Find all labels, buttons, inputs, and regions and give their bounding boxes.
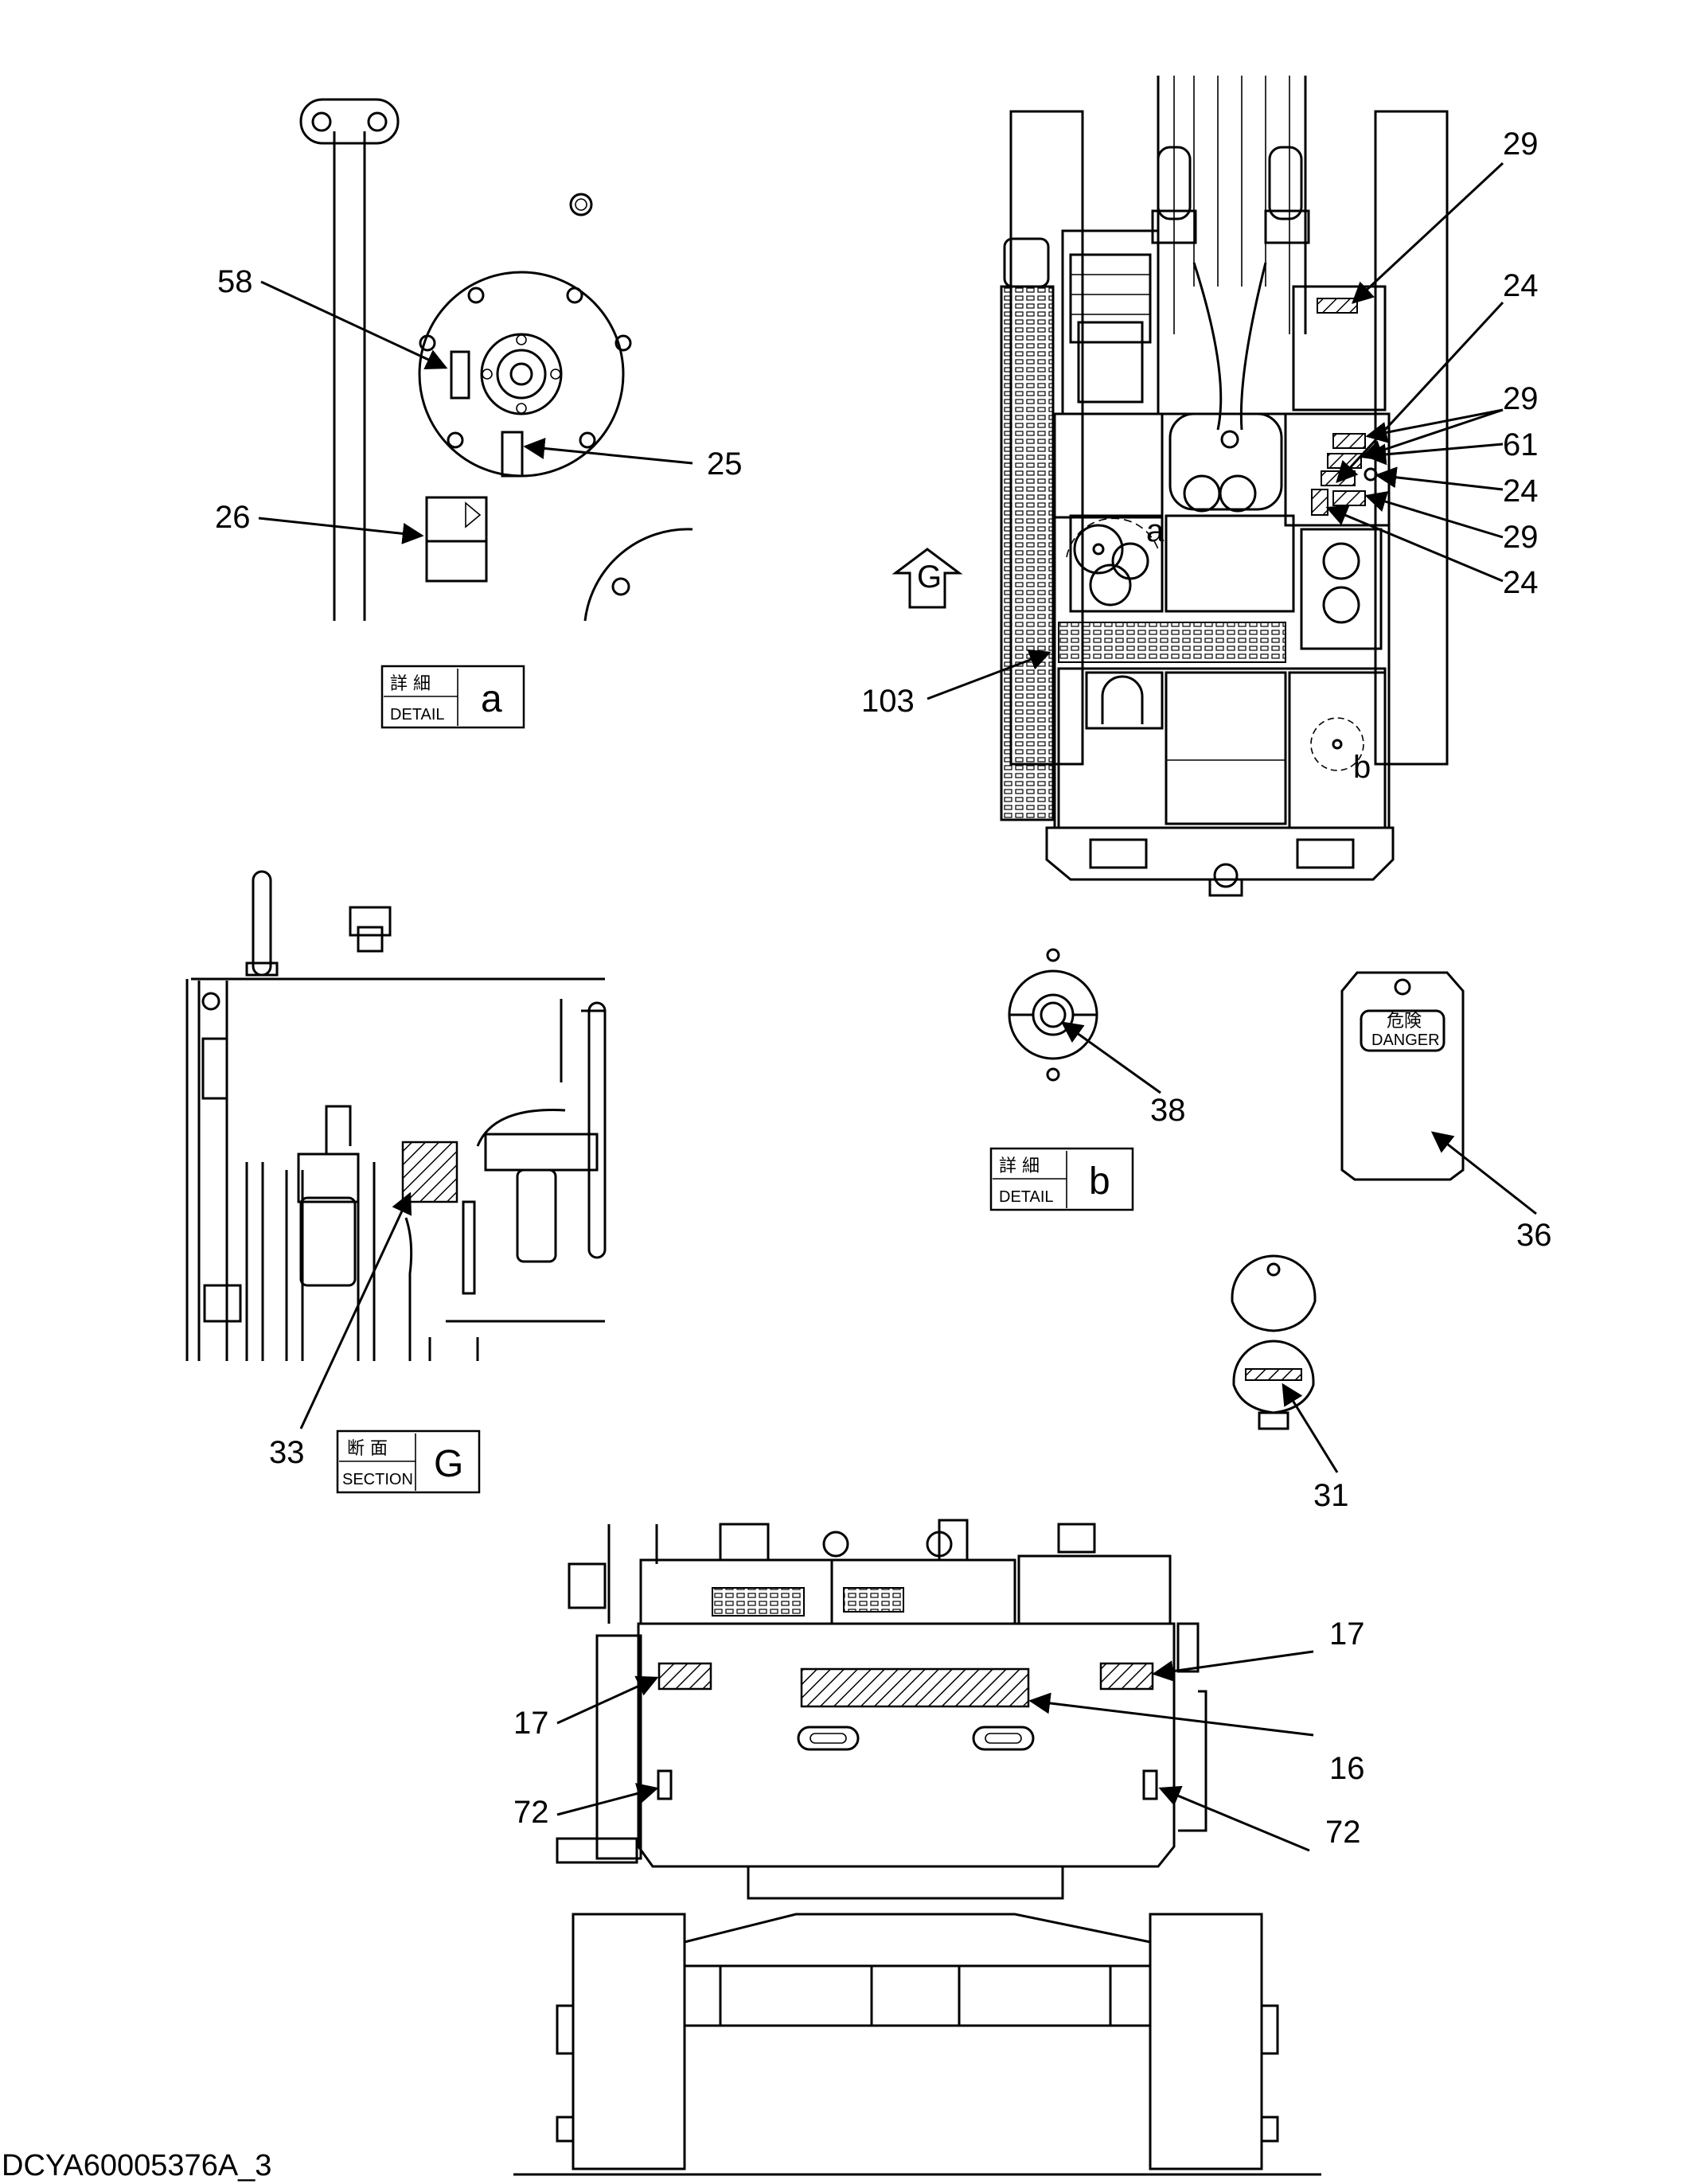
callout-25: 25 [707,447,743,482]
callout-17-right: 17 [1329,1617,1365,1652]
section-g-jp: 断 面 [347,1439,388,1459]
section-g-letter: G [434,1443,463,1485]
callout-58: 58 [217,264,253,299]
detail-b-caption: DETAIL [999,1188,1054,1206]
detail-a-title-box: 詳 細 DETAIL a [380,665,525,729]
section-g-caption: SECTION [342,1471,413,1488]
detail-b-title-box: 詳 細 DETAIL b [989,1147,1134,1211]
callout-72-right: 72 [1325,1815,1361,1850]
machine-rear-view: 17 17 16 72 72 [513,1519,1365,2176]
detail-b-jp: 詳 細 [999,1156,1040,1176]
callout-36: 36 [1516,1218,1552,1253]
detail-a-view: 58 25 26 詳 細 DETAIL a [215,98,743,729]
callout-16: 16 [1329,1751,1365,1786]
callout-24-mid: 24 [1503,474,1539,509]
callout-17-left: 17 [513,1706,549,1741]
view-mark-b: b [1353,750,1371,785]
callout-31: 31 [1313,1478,1349,1513]
callout-72-left: 72 [513,1795,549,1830]
callout-24-low: 24 [1503,565,1539,600]
section-g-title-box: 断 面 SECTION G [336,1429,481,1494]
cap-views: 31 [1231,1254,1349,1513]
danger-tag-en: DANGER [1371,1032,1440,1049]
callout-38: 38 [1150,1093,1186,1128]
callout-29-low: 29 [1503,520,1539,555]
section-g-view: 33 断 面 SECTION G [185,870,607,1494]
view-mark-a: a [1146,513,1165,548]
callout-26: 26 [215,500,251,535]
danger-tag-jp: 危険 [1387,1012,1422,1032]
detail-a-caption: DETAIL [390,706,445,723]
detail-b-view: 38 詳 細 DETAIL b [989,948,1186,1211]
view-arrow-g-label: G [917,560,942,595]
detail-a-jp: 詳 細 [390,674,431,694]
callout-29-mid: 29 [1503,381,1539,416]
detail-a-letter: a [481,678,502,720]
callout-24-top: 24 [1503,268,1539,303]
callout-29-top: 29 [1503,127,1539,162]
machine-top-view: G a b 29 24 29 61 24 29 24 103 [861,76,1539,897]
drawing-code: DCYA60005376A_3 [2,2149,271,2182]
callout-33: 33 [269,1435,305,1470]
callout-61: 61 [1503,427,1539,462]
detail-b-letter: b [1089,1160,1110,1203]
view-arrow-g: G [891,548,963,609]
danger-tag: 危険 DANGER 36 [1340,971,1552,1253]
callout-103: 103 [861,684,915,719]
